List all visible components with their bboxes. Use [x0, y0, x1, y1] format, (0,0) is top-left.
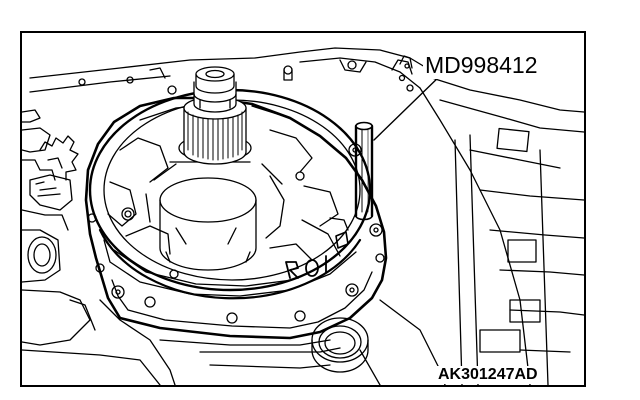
oil-pump-flange — [84, 96, 388, 340]
oil-seal — [311, 317, 369, 373]
illustration-frame — [20, 31, 586, 387]
figure-id-label: AK301247AD — [436, 366, 540, 384]
oil-pump-body — [88, 88, 372, 300]
transmission-case — [22, 47, 584, 385]
callout-leader-line — [373, 71, 445, 141]
special-tool-guide-pin — [354, 121, 374, 221]
input-shaft — [178, 66, 252, 165]
part-number-callout: MD998412 — [423, 52, 540, 79]
